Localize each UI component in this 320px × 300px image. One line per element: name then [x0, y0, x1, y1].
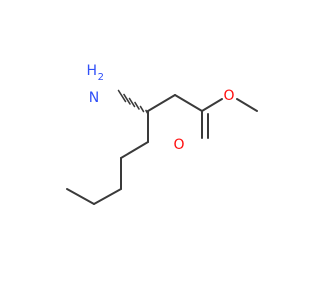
hashed-wedge-bond — [117, 89, 149, 115]
structure-diagram: H 2 N O O — [66, 63, 258, 205]
amine-h-count: 2 — [98, 72, 104, 83]
bond-c3-c2 — [147, 94, 176, 112]
amine-h-label: H — [87, 63, 98, 79]
bond-c6-c7 — [93, 188, 122, 205]
carbonyl-oxygen-label: O — [173, 137, 184, 153]
amine-nitrogen-label: H 2 N — [87, 63, 109, 106]
bond-o-methyl — [236, 98, 258, 112]
bond-c1-o-ester — [201, 98, 223, 112]
amine-n-symbol: N — [89, 90, 99, 106]
bond-c4-c5 — [120, 141, 149, 159]
bond-c7-c8 — [66, 188, 95, 205]
ester-oxygen-label: O — [223, 88, 234, 104]
bond-c2-c1 — [174, 94, 203, 112]
